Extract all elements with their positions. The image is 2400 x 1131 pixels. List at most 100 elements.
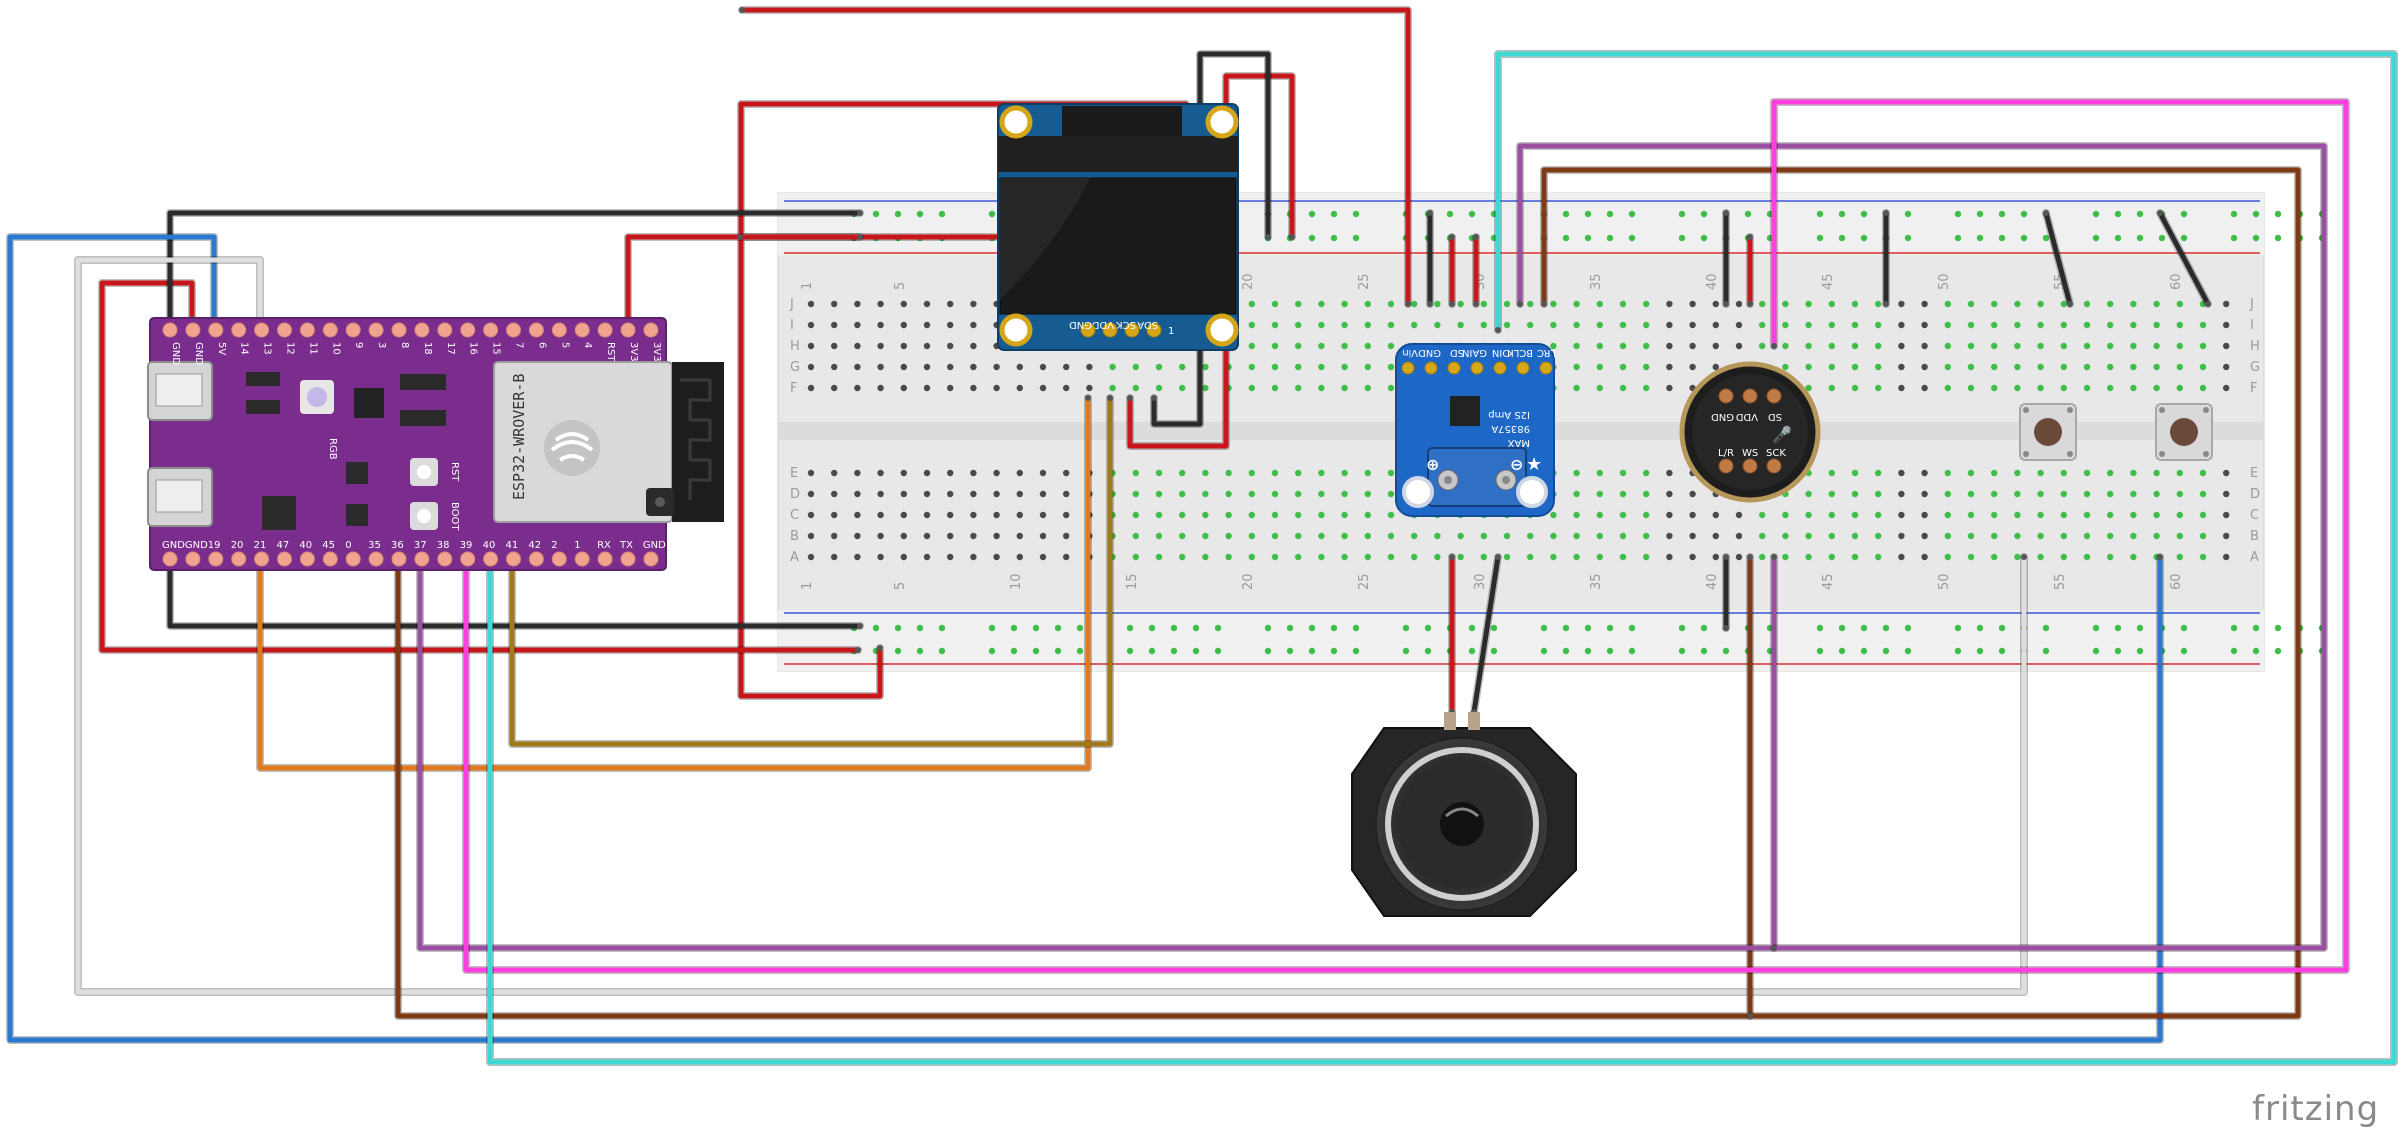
olive-wire[interactable] (509, 395, 1113, 747)
esp32-pin[interactable] (277, 551, 292, 567)
breadboard-hole (2153, 384, 2160, 392)
esp32-pin[interactable] (574, 551, 590, 567)
black-wire-btn2[interactable] (2157, 210, 2211, 307)
black-wire-btn1[interactable] (2043, 210, 2073, 307)
esp32-pin[interactable] (277, 322, 292, 338)
esp32-pin[interactable] (506, 322, 521, 338)
amp-pin[interactable] (1539, 361, 1553, 375)
mic-pin[interactable] (1766, 388, 1782, 404)
amp-pin[interactable] (1401, 361, 1415, 375)
mic-pin[interactable] (1742, 388, 1758, 404)
esp32-pin[interactable] (322, 322, 338, 338)
esp32-pin[interactable] (551, 322, 567, 338)
esp32-pin[interactable] (162, 551, 178, 567)
esp32-pin[interactable] (254, 322, 270, 338)
esp32-pin[interactable] (528, 551, 544, 567)
red-wire-5v[interactable] (99, 280, 861, 653)
esp32-pin[interactable] (528, 322, 544, 338)
amp-pin[interactable] (1493, 361, 1507, 375)
push-button-1[interactable] (2019, 403, 2077, 461)
esp32-pin[interactable] (299, 322, 315, 338)
purple-wire-right[interactable] (1517, 143, 2327, 951)
esp32-pin[interactable] (620, 551, 636, 567)
breadboard-hole (2014, 363, 2021, 371)
esp32-pin[interactable] (254, 551, 270, 567)
cyan-wire[interactable] (487, 51, 2397, 1065)
esp32-pin[interactable] (368, 551, 384, 567)
esp32-pin[interactable] (414, 551, 430, 567)
rail-hole (1700, 234, 1708, 242)
purple-wire[interactable] (417, 554, 1777, 951)
breadboard-hole (1132, 384, 1140, 392)
amp-pin[interactable] (1516, 361, 1530, 375)
esp32-pin[interactable] (414, 322, 430, 338)
breadboard-hole (947, 490, 954, 498)
esp32-pin[interactable] (597, 322, 613, 338)
esp32-pin[interactable] (574, 322, 590, 338)
esp32-pin[interactable] (483, 551, 499, 567)
black-wire-spk[interactable] (1471, 554, 1501, 715)
esp32-pin[interactable] (208, 551, 224, 567)
esp32-pin[interactable] (643, 322, 659, 338)
esp32-pin[interactable] (322, 551, 338, 567)
esp32-pin[interactable] (483, 322, 499, 338)
breadboard-hole (1202, 553, 1209, 561)
breadboard-hole (1666, 490, 1673, 498)
amp-pin-label: SD (1450, 347, 1464, 358)
breadboard-hole (2153, 300, 2160, 308)
esp32-pin[interactable] (643, 551, 659, 567)
black-wire-gnd-top[interactable] (167, 210, 863, 323)
oled-pin[interactable] (1146, 322, 1162, 338)
rail-hole (2136, 210, 2144, 218)
esp32-pin[interactable] (620, 322, 636, 338)
esp32-pin[interactable] (597, 551, 613, 567)
mic-pin[interactable] (1718, 458, 1734, 474)
esp32-pin[interactable] (551, 551, 567, 567)
red-wire-top[interactable] (739, 7, 1411, 307)
screw-terminal (1427, 447, 1527, 507)
esp32-pin[interactable] (231, 322, 247, 338)
mic-pin[interactable] (1742, 458, 1758, 474)
magenta-wire[interactable] (463, 99, 2349, 973)
esp32-pin[interactable] (208, 322, 224, 338)
esp32-pin[interactable] (345, 551, 361, 567)
esp32-pin[interactable] (299, 551, 315, 567)
rail-hole (2092, 210, 2100, 218)
esp32-pin[interactable] (185, 322, 201, 338)
orange-wire[interactable] (257, 395, 1091, 771)
amp-pin[interactable] (1447, 361, 1461, 375)
esp32-pin[interactable] (368, 322, 384, 338)
esp32-pin[interactable] (391, 322, 407, 338)
esp32-pin-label: 19 (208, 540, 221, 551)
push-button-2[interactable] (2155, 403, 2213, 461)
esp32-pin[interactable] (391, 551, 407, 567)
esp32-pin[interactable] (460, 322, 476, 338)
esp32-pin[interactable] (162, 322, 178, 338)
esp32-pin[interactable] (437, 551, 453, 567)
row-letter: F (2250, 381, 2257, 396)
esp32-pin[interactable] (506, 551, 521, 567)
esp32-pin[interactable] (231, 551, 247, 567)
esp32-pin[interactable] (345, 322, 361, 338)
red-wire-3v3[interactable] (625, 234, 863, 323)
oled-pin[interactable] (1080, 322, 1096, 338)
amp-pin[interactable] (1470, 361, 1484, 375)
oled-pin[interactable] (1102, 322, 1118, 338)
black-wire-gnd-bottom[interactable] (167, 554, 863, 629)
esp32-pin[interactable] (437, 322, 453, 338)
brown-wire-right[interactable] (1541, 167, 2301, 1019)
esp32-pin[interactable] (185, 551, 201, 567)
breadboard-hole (1434, 300, 1441, 308)
breadboard-hole (2176, 553, 2183, 561)
breadboard-hole (1991, 490, 1998, 498)
brown-wire-mic[interactable] (395, 554, 1753, 1019)
oled-pin[interactable] (1124, 322, 1140, 338)
amp-pin[interactable] (1424, 361, 1438, 375)
breadboard-hole (1851, 490, 1859, 498)
mic-pin[interactable] (1766, 458, 1782, 474)
breadboard-hole (1202, 363, 1209, 371)
mic-pin[interactable] (1718, 388, 1734, 404)
blue-wire[interactable] (7, 234, 2163, 1043)
esp32-pin[interactable] (460, 551, 476, 567)
white-wire[interactable] (75, 257, 2027, 995)
